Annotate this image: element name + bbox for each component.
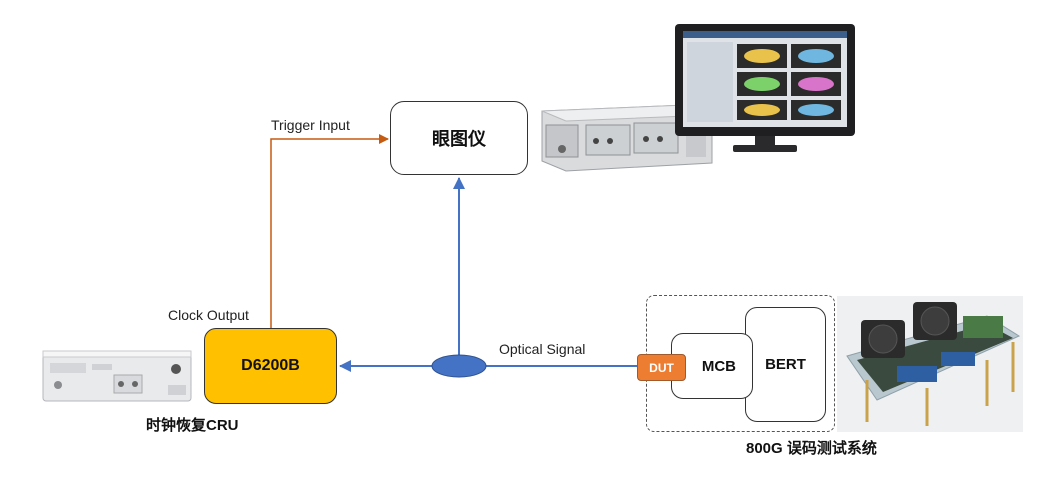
monitor-image bbox=[675, 24, 855, 152]
trigger-input-label: Trigger Input bbox=[271, 117, 350, 133]
cru-label: D6200B bbox=[241, 357, 300, 374]
cru-instrument-image bbox=[42, 350, 192, 402]
dut-label: DUT bbox=[649, 360, 674, 375]
trigger-line bbox=[270, 134, 389, 328]
system-caption: 800G 误码测试系统 bbox=[746, 440, 877, 457]
test-board-image bbox=[837, 296, 1023, 432]
clock-output-label: Clock Output bbox=[168, 307, 249, 323]
eye-scope-node: 眼图仪 bbox=[390, 101, 528, 175]
optical-signal-label: Optical Signal bbox=[499, 341, 586, 357]
cru-caption: 时钟恢复CRU bbox=[146, 417, 239, 434]
optical-splitter bbox=[431, 354, 487, 378]
bert-label: BERT bbox=[765, 356, 806, 373]
mcb-label: MCB bbox=[701, 357, 736, 375]
eye-scope-label: 眼图仪 bbox=[432, 129, 486, 149]
dut-node: DUT bbox=[637, 354, 686, 381]
oscilloscope-image bbox=[541, 104, 713, 172]
cru-node: D6200B bbox=[204, 328, 337, 404]
bert-node: BERT bbox=[745, 307, 826, 422]
